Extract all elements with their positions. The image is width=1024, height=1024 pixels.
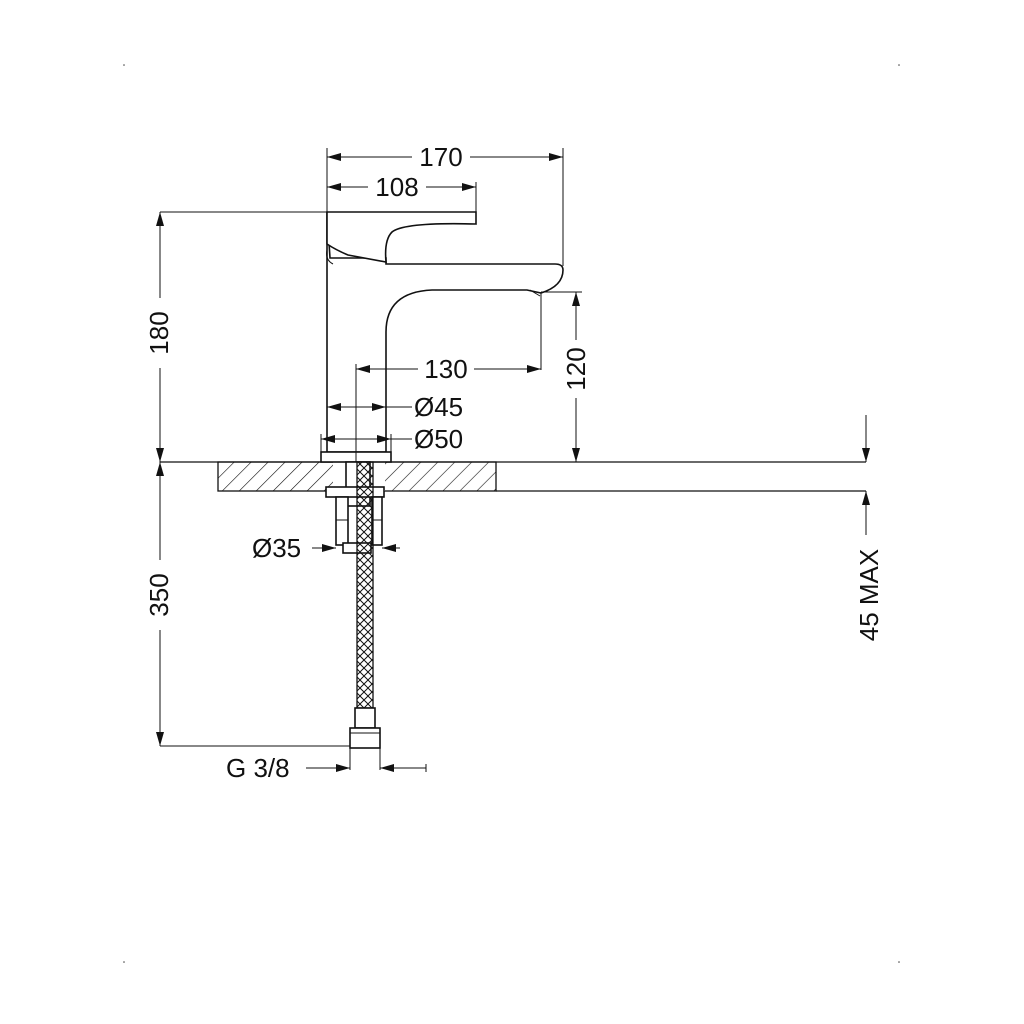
dim-label-d35: Ø35 (252, 533, 301, 563)
dimension-overall-length: 170 (327, 142, 563, 172)
dim-label-d45: Ø45 (414, 392, 463, 422)
faucet-lever (326, 211, 477, 263)
dim-label-45-max: 45 MAX (854, 549, 884, 642)
dim-label-108: 108 (375, 172, 418, 202)
dimension-connection-thread: G 3/8 (226, 753, 427, 783)
corner-marks (123, 64, 900, 963)
dimension-total-height: 180 (144, 212, 174, 462)
dim-label-170: 170 (419, 142, 462, 172)
dimension-body-diameter: Ø45 (327, 392, 463, 422)
dim-label-180: 180 (144, 311, 174, 354)
dimension-spout-reach: 130 (356, 354, 541, 384)
dim-label-130: 130 (424, 354, 467, 384)
dim-label-g38: G 3/8 (226, 753, 290, 783)
dimension-shank-diameter: Ø35 (252, 533, 400, 563)
dim-label-350: 350 (144, 573, 174, 616)
dimension-base-diameter: Ø50 (321, 424, 463, 454)
dim-label-d50: Ø50 (414, 424, 463, 454)
dimension-hose-length: 350 (144, 462, 174, 746)
dimension-lever-length: 108 (327, 172, 476, 202)
flexible-hose (349, 461, 381, 749)
dimension-spout-height: 120 (561, 292, 591, 462)
dim-label-120: 120 (561, 347, 591, 390)
countertop (160, 461, 866, 492)
dimension-max-counter-thickness: 45 MAX (854, 415, 884, 641)
